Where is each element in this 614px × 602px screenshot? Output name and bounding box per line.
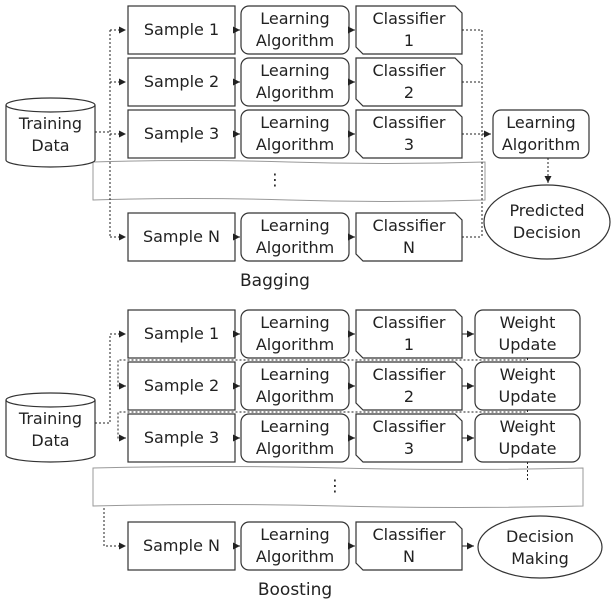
boosting-learner-label: Learning Algorithm <box>255 525 335 566</box>
boosting-ellipsis: ⋮ <box>327 476 343 495</box>
boosting-sample-label: Sample 1 <box>143 324 220 343</box>
boosting-sample-label: Sample 3 <box>143 428 220 447</box>
bagging-training-data-label: Training Data <box>18 114 83 155</box>
bagging-sample-label: Sample 3 <box>143 124 220 143</box>
boosting-learner-label: Learning Algorithm <box>255 417 335 458</box>
boosting-decision-making <box>477 515 603 579</box>
bagging-training-data <box>5 97 96 168</box>
bagging-classifier-label: Classifier 1 <box>372 9 446 50</box>
boosting-classifier-box <box>355 309 463 359</box>
boosting-classifier-label: Classifier N <box>372 525 446 566</box>
bagging-learner-label: Learning Algorithm <box>255 9 335 50</box>
boosting-ellipsis-band <box>92 466 584 508</box>
boosting-training-data-rim <box>5 399 96 408</box>
boosting-learner-label: Learning Algorithm <box>255 313 335 354</box>
bagging-sample-label: Sample 2 <box>143 72 220 91</box>
boosting-classifier-label: Classifier 1 <box>372 313 446 354</box>
boosting-weight-update-label: Weight Update <box>498 313 557 354</box>
bagging-sample-label: Sample 1 <box>143 20 220 39</box>
bagging-learner-label: Learning Algorithm <box>255 113 335 154</box>
bagging-classifier-label: Classifier 3 <box>372 113 446 154</box>
boosting-sample-box <box>127 309 236 359</box>
boosting-training-data-label: Training Data <box>18 409 83 450</box>
bagging-predicted-decision <box>483 184 611 260</box>
bagging-classifier-box <box>355 5 463 55</box>
bagging-combiner-box <box>492 109 590 159</box>
boosting-sample-box <box>127 413 236 463</box>
boosting-classifier-box <box>355 361 463 411</box>
boosting-sample-box <box>127 521 236 571</box>
bagging-ellipsis: ⋮ <box>267 170 283 189</box>
boosting-classifier-box <box>355 521 463 571</box>
bagging-learner-label: Learning Algorithm <box>255 61 335 102</box>
boosting-sample-label: Sample 2 <box>143 376 220 395</box>
boosting-arrow-to-sample-n <box>103 508 126 550</box>
bagging-classifier-box <box>355 212 463 262</box>
boosting-feedback-line <box>117 410 528 442</box>
boosting-weight-update-label: Weight Update <box>498 417 557 458</box>
boosting-sample-box <box>127 361 236 411</box>
boosting-classifier-label: Classifier 3 <box>372 417 446 458</box>
boosting-feedback-line <box>117 358 528 390</box>
boosting-input-bus <box>95 334 111 424</box>
bagging-classifier-box <box>355 109 463 159</box>
bagging-sample-box <box>127 212 236 262</box>
bagging-sample-label: Sample N <box>142 227 221 246</box>
boosting-training-data <box>5 392 96 463</box>
bagging-learner-label: Learning Algorithm <box>255 216 335 257</box>
bagging-predicted-decision-label: Predicted Decision <box>509 201 585 242</box>
bagging-caption: Bagging <box>240 271 310 291</box>
bagging-classifier-box <box>355 57 463 107</box>
boosting-weight-update-label: Weight Update <box>498 365 557 406</box>
bagging-training-data-rim <box>5 104 96 113</box>
boosting-classifier-box <box>355 413 463 463</box>
boosting-sample-label: Sample N <box>142 536 221 555</box>
boosting-decision-making-label: Decision Making <box>505 527 575 568</box>
boosting-classifier-label: Classifier 2 <box>372 365 446 406</box>
bagging-ellipsis-band <box>92 160 486 202</box>
boosting-caption: Boosting <box>257 580 333 600</box>
bagging-combiner-label: Learning Algorithm <box>501 113 581 154</box>
bagging-classifier-label: Classifier N <box>372 216 446 257</box>
boosting-learner-label: Learning Algorithm <box>255 365 335 406</box>
bagging-classifier-label: Classifier 2 <box>372 61 446 102</box>
